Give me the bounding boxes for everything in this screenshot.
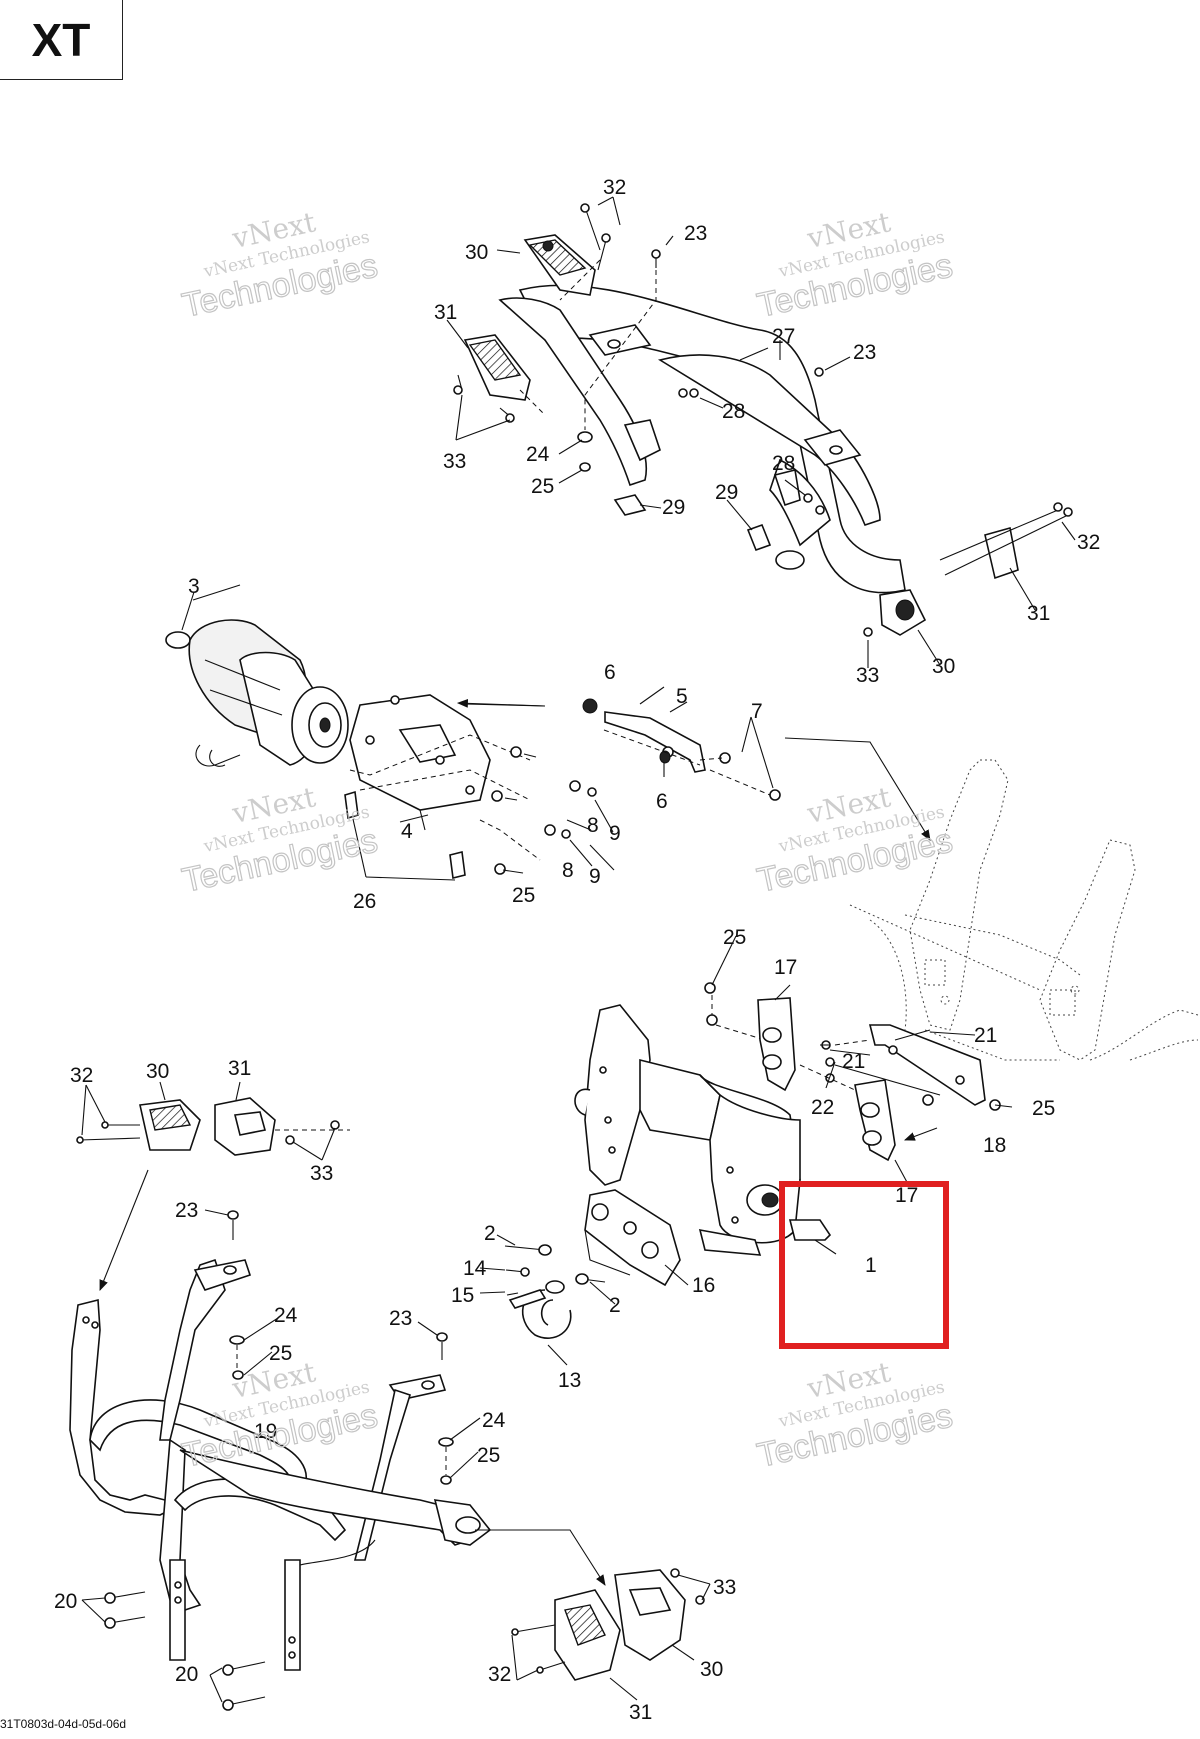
callout-33: 33: [443, 450, 466, 473]
callout-20: 20: [54, 1590, 77, 1613]
callout-24: 24: [482, 1409, 506, 1432]
bumper-hardware: [504, 982, 766, 1296]
callout-1: 1: [865, 1254, 877, 1277]
callout-31: 31: [629, 1701, 652, 1724]
callout-25: 25: [723, 926, 746, 949]
hook-13: [508, 1280, 572, 1339]
callout-32: 32: [488, 1663, 511, 1686]
callout-14: 14: [463, 1257, 487, 1280]
lower-leaders: [81, 935, 1013, 1703]
upper-right-brackets: [879, 526, 1019, 636]
hitch-mount-16: [584, 1189, 681, 1287]
upper-bumper-tube: [498, 284, 906, 594]
callout-9: 9: [589, 865, 601, 888]
watermark-mid-left: vNext vNext Technologies Technologies: [178, 780, 381, 900]
callout-24: 24: [526, 443, 550, 466]
callout-28: 28: [772, 452, 795, 475]
callout-29: 29: [662, 496, 685, 519]
watermark-bottom-right: vNext vNext Technologies Technologies: [753, 1355, 956, 1475]
callout-29: 29: [715, 481, 738, 504]
callout-numbers: 1 2 2 3 4 5 6 6 7 8 8 9 9 13 14 15 16 17…: [54, 176, 1100, 1724]
callout-32: 32: [1077, 531, 1100, 554]
callout-23: 23: [389, 1307, 412, 1330]
callout-18: 18: [983, 1134, 1006, 1157]
diagram-code: 31T0803d-04d-05d-06d: [0, 1717, 127, 1731]
callout-25: 25: [1032, 1097, 1055, 1120]
callout-20: 20: [175, 1663, 198, 1686]
callout-25: 25: [512, 884, 535, 907]
winch: [165, 584, 349, 767]
upper-hardware: [453, 203, 1073, 637]
callout-2: 2: [484, 1222, 496, 1245]
callout-15: 15: [451, 1284, 474, 1307]
lower-bumper-tube-19: [69, 1258, 492, 1671]
callout-21: 21: [974, 1024, 997, 1047]
callout-23: 23: [853, 341, 876, 364]
vehicle-frame-outline: [784, 737, 1199, 1061]
lower-brackets-30-31: [76, 1097, 705, 1681]
callout-28: 28: [722, 400, 745, 423]
callout-5: 5: [676, 685, 688, 708]
callout-23: 23: [684, 222, 707, 245]
callout-2: 2: [609, 1294, 621, 1317]
callout-8: 8: [562, 859, 574, 882]
callout-8: 8: [587, 814, 599, 837]
lower-hardware: [99, 1169, 606, 1711]
callout-32: 32: [603, 176, 626, 199]
callout-17: 17: [774, 956, 797, 979]
callout-26: 26: [353, 890, 376, 913]
callout-31: 31: [1027, 602, 1050, 625]
callout-6: 6: [656, 790, 668, 813]
front-bumper-1: [574, 1004, 832, 1256]
callout-30: 30: [465, 241, 488, 264]
callout-4: 4: [401, 820, 413, 843]
callout-33: 33: [310, 1162, 333, 1185]
winch-plate-4: [349, 694, 491, 831]
model-badge: XT: [0, 0, 123, 80]
callout-33: 33: [713, 1576, 736, 1599]
watermark-top-right: vNext vNext Technologies Technologies: [753, 205, 956, 325]
callout-23: 23: [175, 1199, 198, 1222]
callout-27: 27: [772, 325, 795, 348]
watermark-top-left: vNext vNext Technologies Technologies: [178, 205, 381, 325]
callout-22: 22: [811, 1096, 834, 1119]
callout-33: 33: [856, 664, 879, 687]
callout-17: 17: [895, 1184, 918, 1207]
callout-25: 25: [477, 1444, 500, 1467]
callout-16: 16: [692, 1274, 715, 1297]
winch-hardware: [344, 698, 597, 879]
callout-3: 3: [188, 575, 200, 598]
callout-7: 7: [751, 700, 763, 723]
callout-13: 13: [558, 1369, 581, 1392]
callout-6: 6: [604, 661, 616, 684]
callout-31: 31: [434, 301, 457, 324]
callout-25: 25: [531, 475, 554, 498]
callout-30: 30: [146, 1060, 169, 1083]
upper-bracket-30-31: [463, 234, 596, 401]
callout-32: 32: [70, 1064, 93, 1087]
callout-25: 25: [269, 1342, 292, 1365]
upper-leaders: [446, 196, 1076, 668]
winch-bracket-5: [582, 698, 781, 801]
callout-30: 30: [700, 1658, 723, 1681]
callout-30: 30: [932, 655, 955, 678]
callout-24: 24: [274, 1304, 298, 1327]
callout-19: 19: [254, 1420, 277, 1443]
callout-21: 21: [842, 1050, 865, 1073]
callout-9: 9: [609, 822, 621, 845]
highlight-box-part-1: [779, 1181, 949, 1349]
middle-leaders: [181, 591, 774, 881]
callout-31: 31: [228, 1057, 251, 1080]
